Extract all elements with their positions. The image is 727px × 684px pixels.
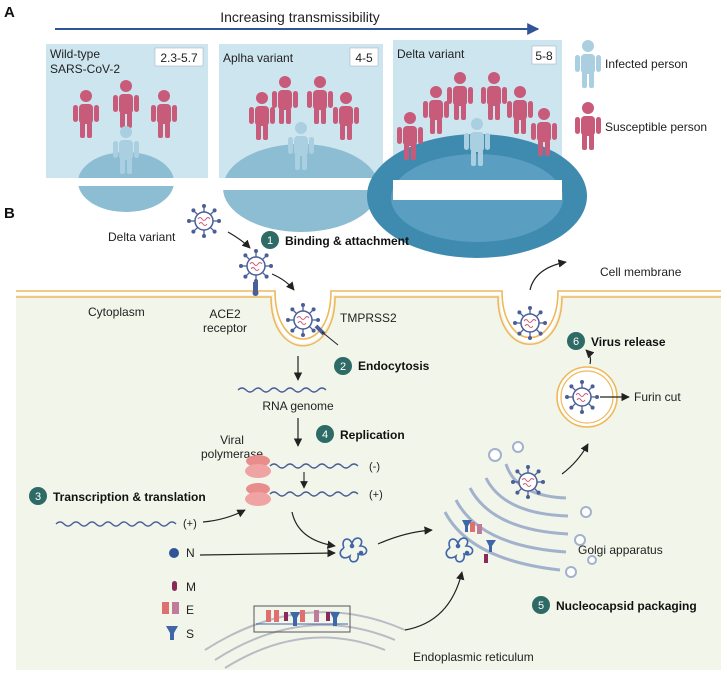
viral-polymerase-label-2: polymerase — [201, 447, 263, 461]
tmprss2-label: TMPRSS2 — [340, 311, 397, 325]
r0-wild-type: 2.3-5.7 — [160, 51, 198, 65]
golgi-vesicles — [488, 441, 597, 578]
susceptible-person-legend-icon — [575, 102, 601, 150]
wild-type-label-1: Wild-type — [50, 47, 100, 61]
step-2-label: Endocytosis — [358, 359, 430, 373]
delta-panel: 5-8 Delta variant — [367, 40, 587, 258]
to-golgi-arrow — [377, 526, 433, 545]
translation-arrow — [202, 509, 246, 523]
step-5-label: Nucleocapsid packaging — [556, 599, 697, 613]
step-5-number: 5 — [538, 600, 544, 612]
wild-type-label-2: SARS-CoV-2 — [50, 62, 120, 76]
alpha-panel: 4-5 Aplha variant — [219, 44, 383, 232]
minus-strand — [269, 463, 359, 469]
panel-a-letter: A — [4, 4, 15, 21]
assembled-virus-icon — [510, 464, 546, 500]
legend: Infected person Susceptible person — [575, 40, 707, 150]
step-2-badge — [334, 357, 352, 375]
plus-strand — [269, 491, 359, 497]
step-3-label: Transcription & translation — [53, 490, 206, 504]
cytoplasm-region — [16, 295, 721, 670]
n-protein-arrow — [199, 548, 336, 558]
minus-strand-label: (-) — [369, 461, 380, 473]
r0-alpha: 4-5 — [355, 51, 373, 65]
golgi-label: Golgi apparatus — [578, 543, 663, 557]
m-protein-icon — [172, 581, 177, 591]
ace2-label-1: ACE2 — [209, 307, 241, 321]
m-protein-label: M — [186, 580, 196, 594]
endocytosed-virus-icon — [285, 302, 321, 338]
step-2-number: 2 — [340, 361, 346, 373]
infected-person-legend-icon — [575, 40, 601, 88]
e-protein-label: E — [186, 603, 194, 617]
to-membrane-arrow — [585, 349, 595, 365]
er-inset-box — [253, 605, 351, 633]
alpha-label: Aplha variant — [223, 51, 294, 65]
n-protein-label: N — [186, 546, 195, 560]
bound-virus-icon — [238, 248, 274, 284]
n-protein-icon — [169, 548, 179, 558]
cytoplasm-label: Cytoplasm — [88, 305, 145, 319]
step-6-number: 6 — [573, 336, 579, 348]
legend-susceptible: Susceptible person — [605, 120, 707, 134]
er-label: Endoplasmic reticulum — [413, 650, 534, 664]
plus-strand-label: (+) — [369, 489, 383, 501]
step-1-label: Binding & attachment — [285, 234, 409, 248]
polymerase-icon — [245, 455, 271, 478]
ace2-receptor-shape — [253, 282, 258, 292]
genome-packaging-arrow — [291, 511, 336, 549]
e-protein-icon — [162, 602, 169, 614]
delta-label: Delta variant — [397, 47, 465, 61]
er-to-golgi-arrow — [404, 571, 465, 631]
ace2-label-2: receptor — [203, 321, 247, 335]
golgi-to-vesicle-arrow — [561, 443, 589, 475]
vesicle-virus-icon — [564, 379, 600, 415]
step-6-badge — [567, 332, 585, 350]
rna-genome-label: RNA genome — [262, 399, 334, 413]
transcript-plus-label: (+) — [183, 518, 197, 530]
viral-polymerase-label-1: Viral — [220, 433, 244, 447]
step-4-number: 4 — [322, 429, 328, 441]
transmissibility-label: Increasing transmissibility — [220, 9, 380, 25]
entry-arrow — [227, 231, 251, 249]
golgi-proteins — [462, 520, 496, 563]
delta-variant-label: Delta variant — [108, 230, 176, 244]
step-3-badge — [29, 487, 47, 505]
releasing-virus-icon — [512, 305, 548, 341]
cell-membrane-label: Cell membrane — [600, 265, 682, 279]
step-5-badge — [532, 596, 550, 614]
cell-membrane — [16, 290, 721, 347]
wild-type-panel: 2.3-5.7 Wild-type SARS-CoV-2 — [46, 44, 208, 212]
rna-genome-strand — [237, 387, 327, 393]
internalization-arrow — [271, 273, 295, 291]
step-1-badge — [261, 231, 279, 249]
s-protein-label: S — [186, 627, 194, 641]
delta-virus-icon — [186, 203, 222, 239]
legend-infected: Infected person — [605, 57, 688, 71]
release-out-arrow — [529, 259, 567, 291]
er-membrane-proteins — [256, 610, 348, 626]
step-1-number: 1 — [267, 235, 273, 247]
r0-delta: 5-8 — [535, 49, 553, 63]
step-4-badge — [316, 425, 334, 443]
step-4-label: Replication — [340, 428, 405, 442]
step-6-label: Virus release — [591, 335, 666, 349]
furin-label: Furin cut — [634, 390, 681, 404]
panel-b-letter: B — [4, 205, 15, 222]
transcript-strand — [55, 521, 177, 527]
s-protein-icon — [166, 626, 178, 640]
polymerase-icon — [245, 483, 271, 506]
step-3-number: 3 — [35, 491, 41, 503]
